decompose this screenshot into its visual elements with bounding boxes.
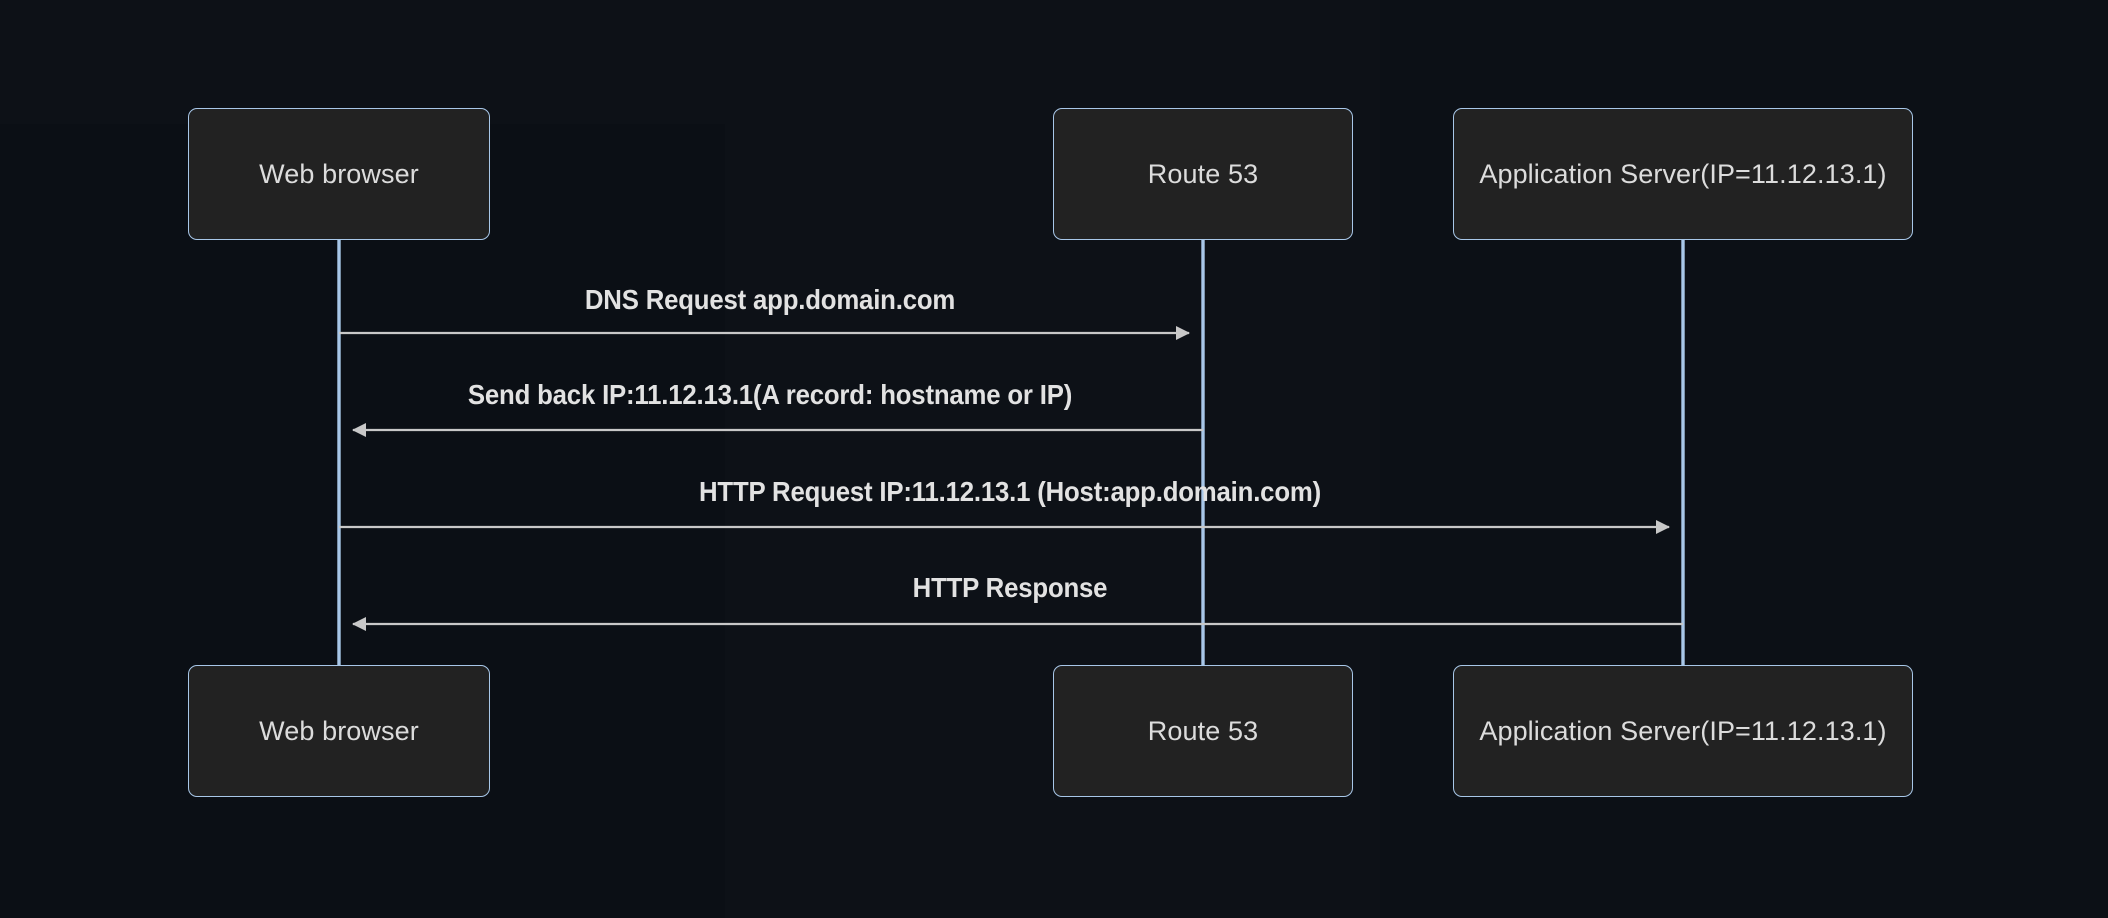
participant-box-browser-bottom[interactable]: Web browser (188, 665, 490, 797)
message-label-4: HTTP Response (912, 572, 1108, 603)
participant-box-route53-bottom[interactable]: Route 53 (1053, 665, 1353, 797)
message-label-3: HTTP Request IP:11.12.13.1 (Host:app.dom… (699, 476, 1321, 507)
lifelines (337, 240, 1685, 667)
participant-box-browser-top[interactable]: Web browser (188, 108, 490, 240)
participant-label-route53-top: Route 53 (1147, 158, 1259, 189)
participant-box-route53-top[interactable]: Route 53 (1053, 108, 1353, 240)
participant-label-browser-bottom: Web browser (259, 715, 419, 746)
message-arrows (339, 326, 1683, 631)
participant-box-appserver-bottom[interactable]: Application Server(IP=11.12.13.1) (1453, 665, 1913, 797)
participant-label-browser-top: Web browser (259, 158, 419, 189)
message-label-1: DNS Request app.domain.com (584, 284, 956, 315)
participant-label-appserver-bottom: Application Server(IP=11.12.13.1) (1479, 715, 1887, 746)
participant-label-route53-bottom: Route 53 (1147, 715, 1259, 746)
participant-label-appserver-top: Application Server(IP=11.12.13.1) (1479, 158, 1887, 189)
participant-box-appserver-top[interactable]: Application Server(IP=11.12.13.1) (1453, 108, 1913, 240)
message-label-2: Send back IP:11.12.13.1(A record: hostna… (467, 379, 1073, 410)
